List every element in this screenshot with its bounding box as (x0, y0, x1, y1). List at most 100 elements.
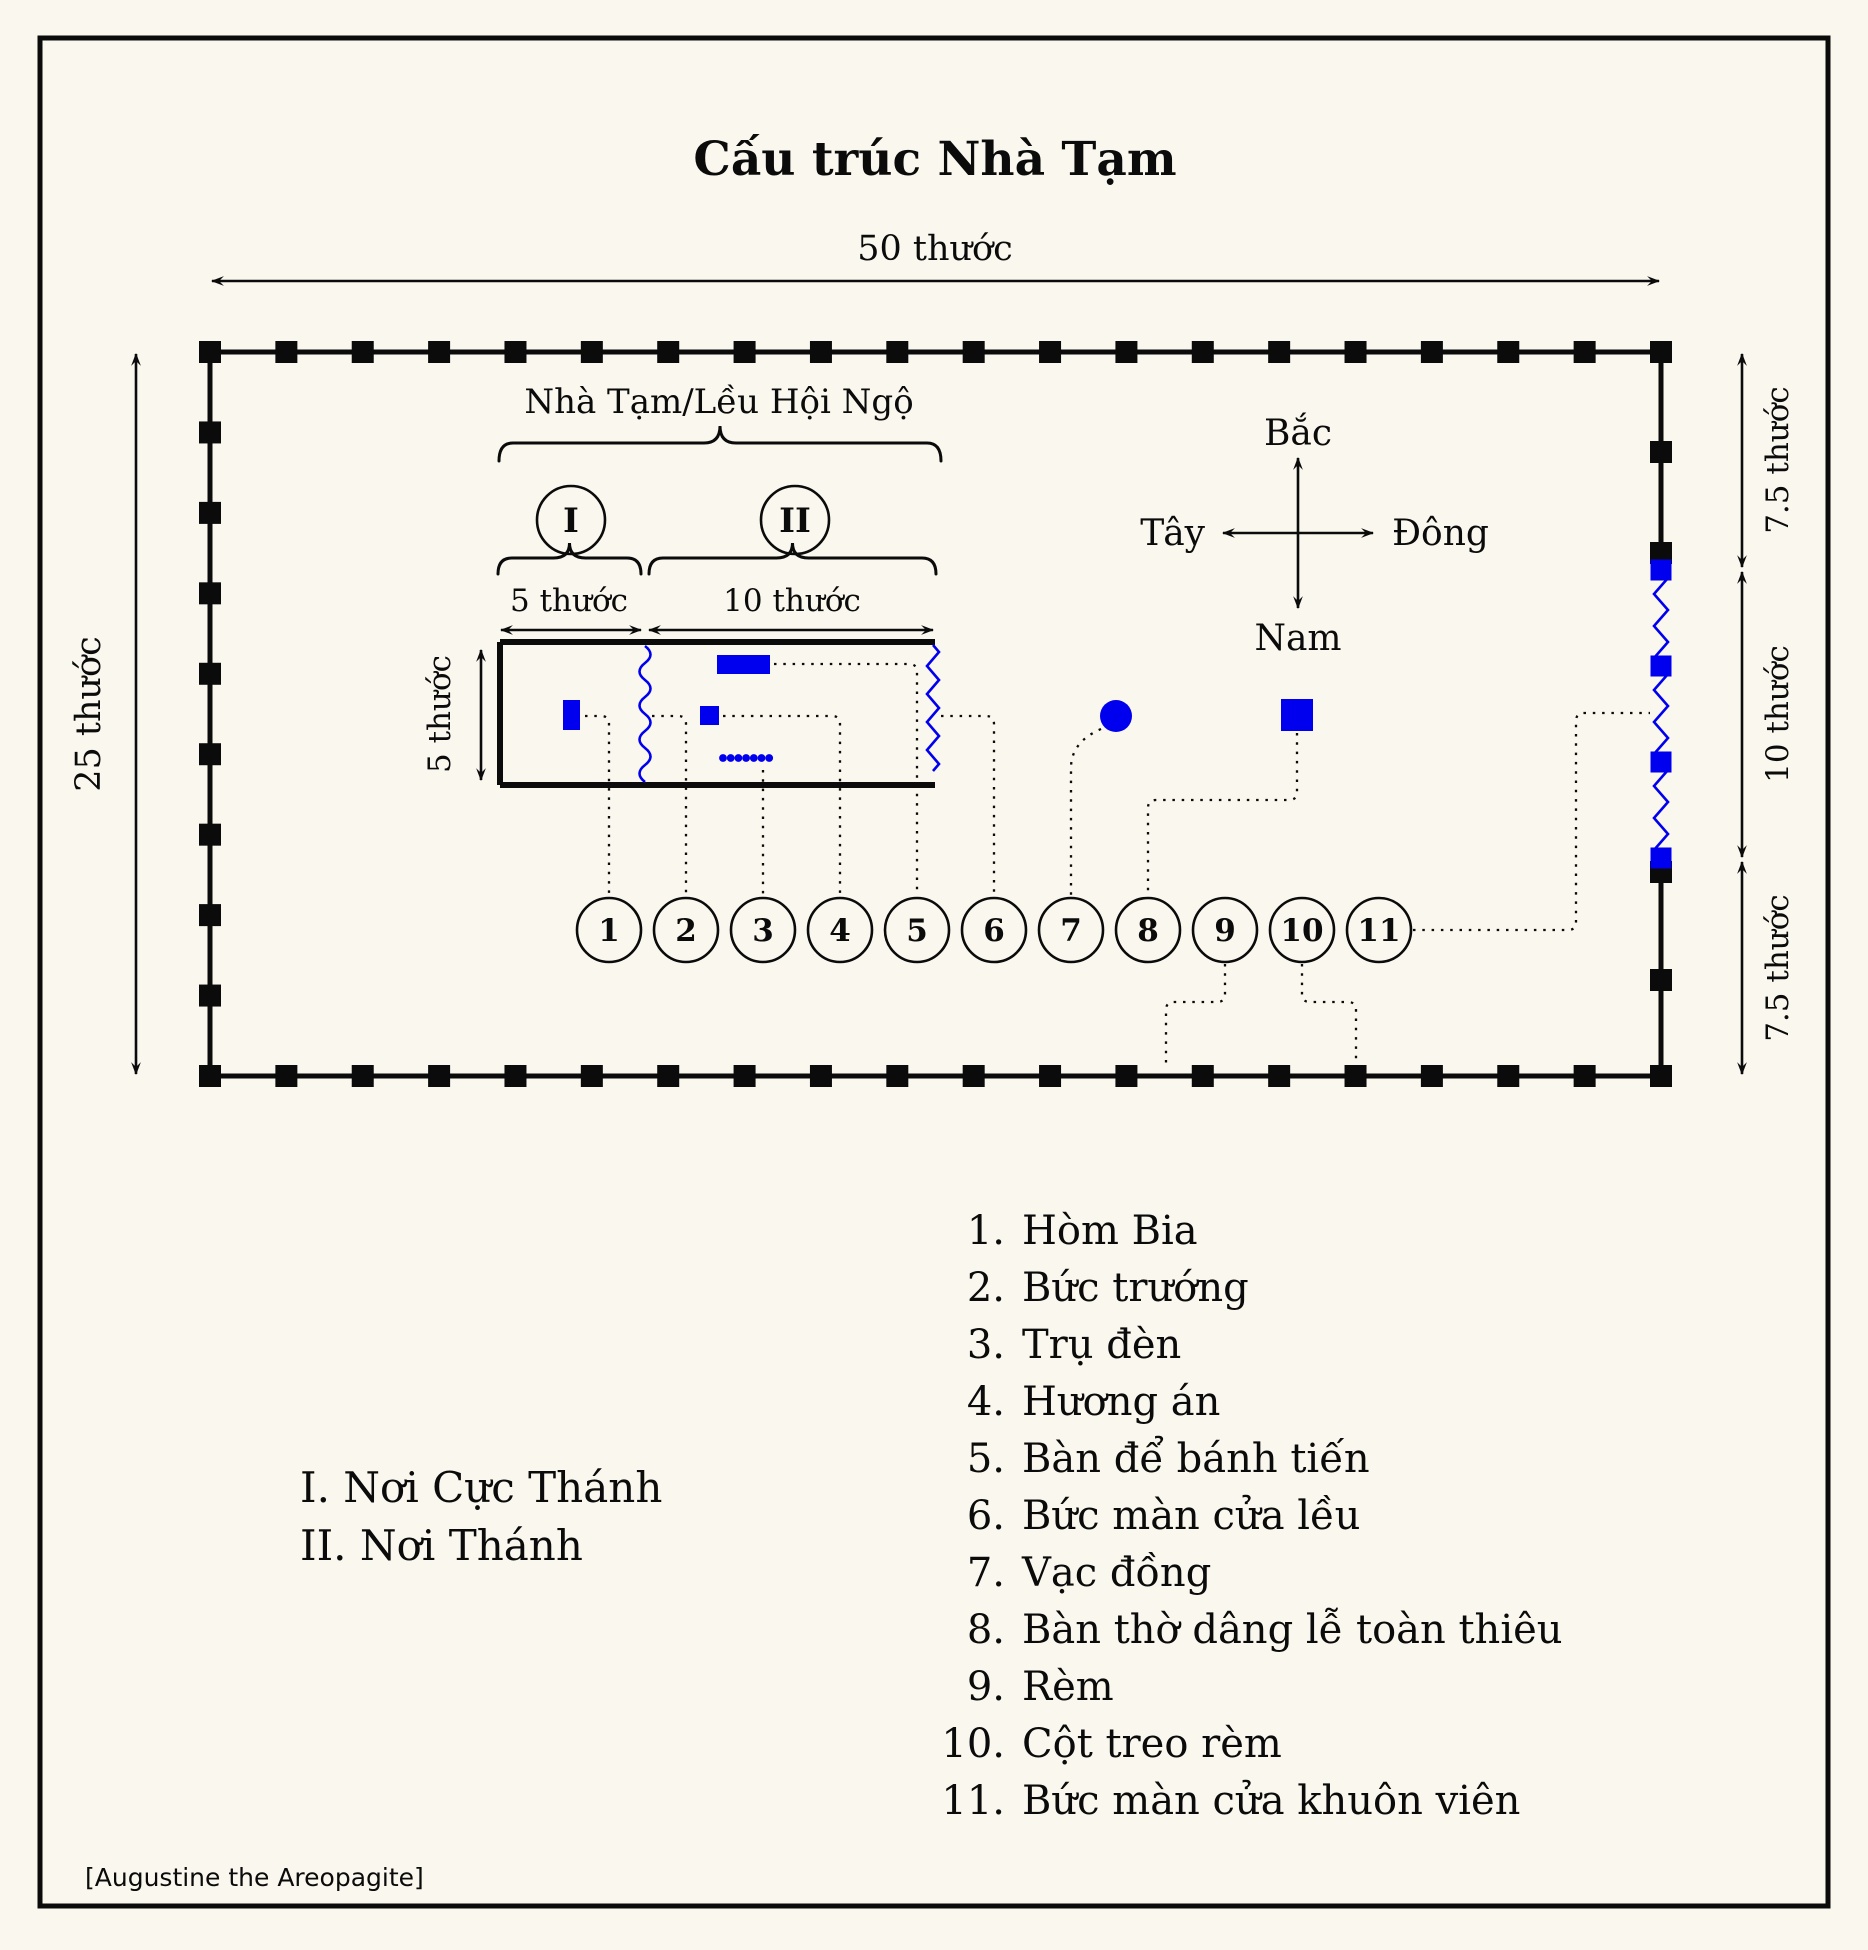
compass-north-label: Bắc (1264, 413, 1332, 454)
courtyard-pillar (351, 1065, 374, 1087)
compass: Bắc Nam Tây Đông (1140, 413, 1489, 659)
legend-num: 10. (941, 1721, 1005, 1767)
courtyard-gate-pillars (1650, 559, 1672, 869)
courtyard-pillar (1497, 341, 1520, 363)
legend-label: Bức màn cửa lều (1022, 1493, 1360, 1539)
courtyard-pillar (428, 1065, 451, 1087)
courtyard-pillar (886, 341, 909, 363)
gate-pillar (1650, 559, 1672, 581)
leader-5 (774, 662, 919, 896)
legend: 1. Hòm Bia 2. Bức trướng 3. Trụ đèn 4. H… (941, 1208, 1562, 1824)
lampstand-dot (749, 754, 758, 762)
compass-west-label: Tây (1140, 513, 1205, 554)
leader-1 (585, 714, 611, 896)
callout-7: 7 (1037, 896, 1105, 964)
tent-label: Nhà Tạm/Lều Hội Ngộ (524, 382, 913, 422)
section-key: I. Nơi Cực Thánh II. Nơi Thánh (300, 1463, 662, 1570)
leader-2 (652, 714, 688, 896)
legend-label: Hòm Bia (1022, 1208, 1198, 1254)
courtyard-pillar (504, 341, 527, 363)
leader-8 (1146, 733, 1299, 896)
courtyard-pillar (1039, 1065, 1062, 1087)
courtyard-pillar (275, 1065, 298, 1087)
callout-circle (806, 896, 874, 964)
callout-circle (883, 896, 951, 964)
courtyard-pillar (1420, 1065, 1443, 1087)
callout-number: 9 (1214, 913, 1236, 949)
leader-9 (1164, 964, 1227, 1066)
courtyard-pillar (1191, 341, 1214, 363)
courtyard-width-label: 50 thước (857, 229, 1012, 269)
page-title: Cấu trúc Nhà Tạm (693, 132, 1176, 187)
courtyard-pillar (657, 341, 680, 363)
courtyard-pillar (199, 662, 221, 685)
courtyard-pillar (1650, 542, 1672, 564)
section1-numeral: I (563, 501, 579, 541)
courtyard-pillar (1039, 341, 1062, 363)
east-gate-label: 10 thước (1760, 645, 1796, 783)
courtyard-pillar (1650, 1065, 1672, 1087)
holy-place-brace (647, 542, 938, 576)
holy-place-width-label: 10 thước (723, 583, 861, 619)
callout-1: 1 (575, 896, 643, 964)
callout-number: 3 (752, 913, 774, 949)
tent-door-curtain (925, 644, 941, 772)
leader-7 (1069, 727, 1102, 896)
lampstand-dot (719, 754, 727, 762)
legend-num: 9. (967, 1664, 1005, 1710)
callout-circle (1037, 896, 1105, 964)
callout-circle (1191, 896, 1259, 964)
courtyard-height-label: 25 thước (69, 636, 109, 791)
courtyard-pillar (275, 341, 298, 363)
courtyard-pillar (733, 1065, 756, 1087)
bronze-laver (1100, 700, 1132, 732)
courtyard-pillar (1115, 1065, 1138, 1087)
courtyard-pillar (1191, 1065, 1214, 1087)
legend-num: 4. (967, 1379, 1005, 1425)
gate-pillar (1650, 847, 1672, 869)
page-border (37, 35, 1831, 1909)
legend-num: 7. (967, 1550, 1005, 1596)
callout-circle (652, 896, 720, 964)
courtyard-pillar (1420, 341, 1443, 363)
callout-6: 6 (960, 896, 1028, 964)
courtyard-pillar (733, 341, 756, 363)
callout-circle (960, 896, 1028, 964)
courtyard-pillar (962, 341, 985, 363)
lampstand-dots (719, 754, 774, 762)
callout-4: 4 (806, 896, 874, 964)
legend-num: 1. (967, 1208, 1005, 1254)
callout-2: 2 (652, 896, 720, 964)
legend-num: 8. (967, 1607, 1005, 1653)
courtyard-pillar (199, 823, 221, 846)
courtyard-pillar (199, 984, 221, 1007)
callout-number: 7 (1060, 913, 1082, 949)
burnt-offering-altar (1281, 699, 1313, 731)
courtyard-gate-curtain (1652, 569, 1670, 859)
gate-pillar (1650, 655, 1672, 677)
callout-8: 8 (1114, 896, 1182, 964)
east-bottom-label: 7.5 thước (1760, 894, 1796, 1042)
legend-label: Bức trướng (1022, 1265, 1249, 1311)
legend-label: Rèm (1022, 1664, 1114, 1710)
attribution: [Augustine the Areopagite] (85, 1863, 424, 1892)
callout-number: 8 (1137, 913, 1159, 949)
tent-depth-label: 5 thước (422, 655, 458, 773)
holy-of-holies-brace (496, 542, 643, 576)
legend-label: Hương án (1022, 1379, 1220, 1425)
holy-of-holies-width-label: 5 thước (510, 583, 628, 619)
courtyard-pillar (962, 1065, 985, 1087)
tent-brace (497, 425, 943, 463)
table-of-showbread (717, 655, 770, 674)
legend-num: 6. (967, 1493, 1005, 1539)
courtyard-pillar (504, 1065, 527, 1087)
courtyard-pillar (1573, 341, 1596, 363)
legend-label: Bàn để bánh tiến (1022, 1436, 1370, 1482)
courtyard-pillar (1573, 1065, 1596, 1087)
courtyard-pillar (1497, 1065, 1520, 1087)
callout-number: 10 (1280, 913, 1323, 949)
courtyard-pillar (1344, 341, 1367, 363)
legend-num: 3. (967, 1322, 1005, 1368)
callout-number: 2 (675, 913, 697, 949)
